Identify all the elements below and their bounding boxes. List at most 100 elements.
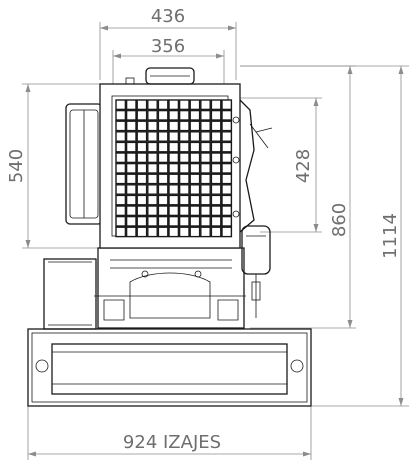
dimension-right-outer: 1114 — [240, 65, 409, 407]
radiator-cell — [221, 152, 233, 164]
radiator-cell — [221, 120, 233, 132]
radiator-cell — [210, 152, 222, 164]
radiator-cell — [221, 215, 233, 227]
radiator-cell — [125, 162, 137, 174]
dimension-bottom-width: 924 IZAJES — [27, 405, 312, 460]
radiator-cell — [147, 131, 158, 142]
radiator-cell — [168, 152, 180, 164]
radiator-cell — [125, 173, 137, 185]
radiator-cell — [178, 226, 190, 238]
radiator-cell — [115, 162, 127, 174]
radiator-cell — [157, 215, 169, 227]
radiator-cell — [157, 162, 169, 174]
radiator-cell — [125, 120, 137, 132]
radiator-cell — [168, 215, 180, 227]
engine-lower-block — [43, 247, 246, 330]
radiator-cell — [157, 184, 169, 195]
radiator-cell — [157, 173, 169, 185]
radiator-cell — [115, 194, 127, 206]
radiator-cell — [147, 194, 158, 206]
radiator-cell — [147, 215, 158, 227]
radiator-cell — [136, 152, 148, 164]
radiator-cell — [115, 152, 127, 164]
radiator-cell — [136, 109, 148, 121]
radiator-cell — [157, 194, 169, 206]
radiator-cell — [136, 226, 148, 238]
radiator-cell — [189, 184, 201, 195]
radiator-cell — [157, 141, 169, 153]
radiator-cell — [178, 99, 190, 111]
radiator-cell — [168, 131, 180, 142]
radiator-cell — [200, 215, 211, 227]
dimension-right-middle: 860 — [240, 65, 356, 329]
radiator-cell — [125, 152, 137, 164]
radiator-cell — [200, 141, 211, 153]
radiator-cell — [178, 162, 190, 174]
radiator-cell — [125, 109, 137, 121]
radiator-cell — [136, 99, 148, 111]
radiator-cell — [115, 120, 127, 132]
radiator-cell — [221, 173, 233, 185]
radiator-cell — [168, 226, 180, 238]
radiator-cell — [136, 120, 148, 132]
radiator-grille — [99, 67, 241, 249]
radiator-cell — [189, 205, 201, 217]
radiator-cell — [115, 184, 127, 195]
radiator-cell — [178, 152, 190, 164]
radiator-cell — [125, 141, 137, 153]
radiator-cell — [178, 120, 190, 132]
radiator-cell — [136, 205, 148, 217]
radiator-cell — [200, 99, 211, 111]
radiator-cell — [210, 226, 222, 238]
radiator-cell — [168, 184, 180, 195]
radiator-cell — [115, 99, 127, 111]
radiator-cell — [200, 184, 211, 195]
radiator-cell — [200, 226, 211, 238]
radiator-cell — [178, 131, 190, 142]
radiator-cell — [136, 141, 148, 153]
radiator-cell — [200, 173, 211, 185]
radiator-cell — [221, 131, 233, 142]
radiator-cell — [200, 194, 211, 206]
dimension-label-right-outer: 1114 — [380, 213, 401, 259]
dimension-label-right-middle: 860 — [329, 203, 350, 237]
radiator-cell — [200, 152, 211, 164]
radiator-cell — [115, 141, 127, 153]
radiator-cell — [125, 205, 137, 217]
radiator-cell — [189, 141, 201, 153]
radiator-cell — [178, 205, 190, 217]
radiator-cell — [221, 194, 233, 206]
radiator-cell — [189, 120, 201, 132]
radiator-cell — [168, 141, 180, 153]
dimension-label-bottom-width: 924 IZAJES — [123, 432, 221, 453]
radiator-cell — [115, 226, 127, 238]
radiator-cell — [200, 120, 211, 132]
radiator-cell — [168, 120, 180, 132]
radiator-cell — [157, 99, 169, 111]
radiator-cell — [168, 162, 180, 174]
radiator-cell — [125, 226, 137, 238]
radiator-cell — [136, 173, 148, 185]
radiator-cell — [189, 162, 201, 174]
dimension-label-left-height: 540 — [6, 149, 27, 183]
radiator-cell — [210, 99, 222, 111]
radiator-cell — [157, 109, 169, 121]
radiator-cell — [136, 131, 148, 142]
radiator-cell — [210, 173, 222, 185]
dimension-left-height: 540 — [6, 83, 100, 249]
radiator-cell — [221, 109, 233, 121]
radiator-cell — [147, 109, 158, 121]
radiator-cell — [189, 215, 201, 227]
radiator-cell — [189, 131, 201, 142]
radiator-cell — [125, 194, 137, 206]
radiator-cell — [178, 194, 190, 206]
radiator-cell — [189, 109, 201, 121]
radiator-cell — [147, 162, 158, 174]
radiator-cell — [157, 120, 169, 132]
radiator-cell — [221, 205, 233, 217]
radiator-cell — [147, 184, 158, 195]
dimension-label-top-outer: 436 — [151, 6, 185, 27]
radiator-cell — [200, 205, 211, 217]
radiator-cell — [168, 99, 180, 111]
